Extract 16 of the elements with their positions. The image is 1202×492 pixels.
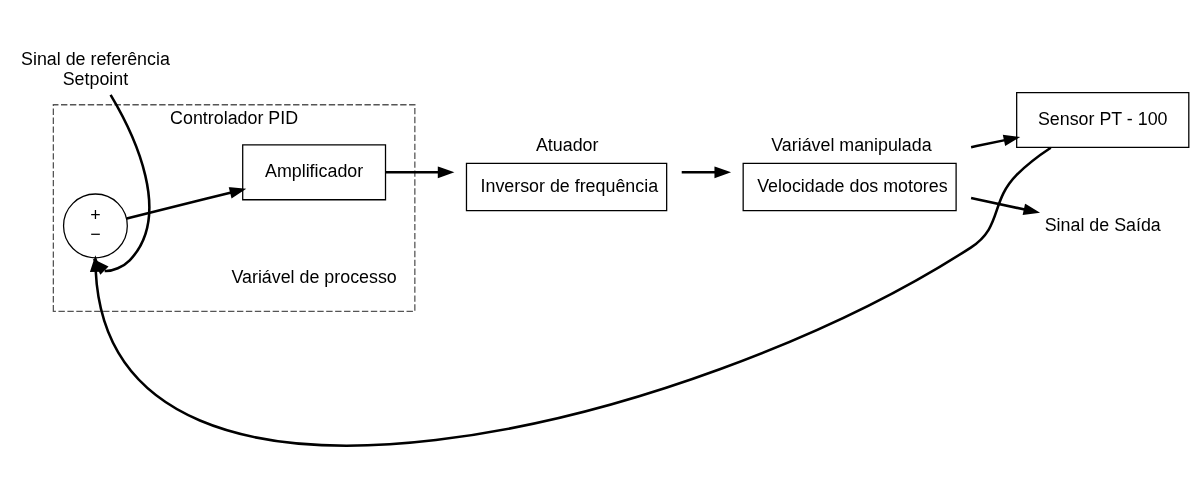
arrow xyxy=(385,166,455,179)
arrow xyxy=(970,196,1041,216)
node-box: Amplificador xyxy=(242,144,387,201)
node-circle: + − xyxy=(62,193,128,259)
node-text: Sinal de Saída xyxy=(1044,214,1161,235)
arrow xyxy=(970,134,1021,149)
node-box: Sensor PT - 100 xyxy=(1016,92,1190,149)
label: Variável de processo xyxy=(231,266,397,287)
arrow xyxy=(681,166,732,179)
node-label: Atuador xyxy=(535,134,599,155)
node-label: Variável manipulada xyxy=(771,134,932,155)
arrow xyxy=(92,94,151,275)
arrow xyxy=(126,187,247,220)
node-box: Inversor de frequência xyxy=(465,162,668,212)
node-text: Sinal de referência Setpoint xyxy=(21,49,170,89)
node-box: Velocidade dos motores xyxy=(742,162,957,212)
